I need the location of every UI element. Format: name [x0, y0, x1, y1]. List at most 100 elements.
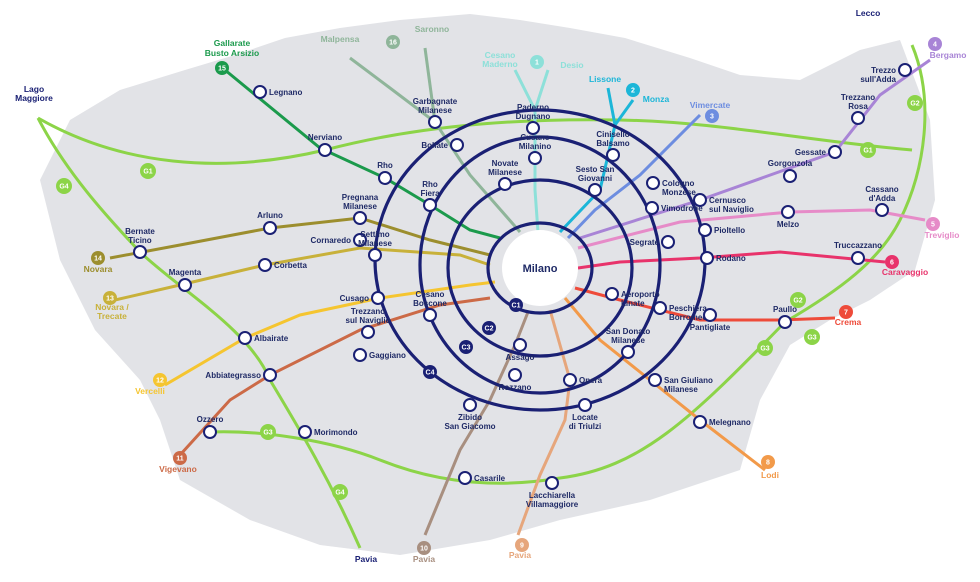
ring-badges: C1 C2 C3 C4 — [423, 298, 523, 379]
line-badge-label: 3 — [710, 114, 714, 121]
station-marker — [703, 308, 717, 322]
line16-b — [423, 47, 437, 123]
line-badge-label: 14 — [94, 256, 102, 263]
dest-lissone: Lissone — [589, 74, 621, 84]
ring-badge-c3: C3 — [462, 345, 471, 352]
station-marker — [423, 308, 437, 322]
g2-line — [784, 44, 927, 324]
line-badge-label: 2 — [631, 88, 635, 95]
dest-caravaggio: Caravaggio — [882, 267, 928, 277]
station-marker — [298, 425, 312, 439]
station-marker — [851, 111, 865, 125]
station-label: Pioltello — [714, 226, 745, 235]
line-badge-5 — [926, 217, 940, 231]
station-label: Melzo — [777, 220, 799, 229]
station-marker — [508, 368, 522, 382]
station-marker — [661, 235, 675, 249]
line-badge-label: 5 — [931, 222, 935, 229]
station-marker — [648, 373, 662, 387]
station-label: Rodano — [716, 254, 746, 263]
dest-saronno: Saronno — [415, 24, 449, 34]
station-marker — [653, 301, 667, 315]
station-label: Casarile — [474, 474, 506, 483]
station-label: Rozzano — [499, 383, 532, 392]
line-badge-7 — [839, 305, 853, 319]
station-marker — [693, 415, 707, 429]
line3 — [566, 113, 702, 240]
g-badge: G3 — [807, 335, 816, 342]
ring-badge-c4: C4 — [426, 370, 435, 377]
dest-pavia-g4: Pavia — [355, 554, 377, 564]
g-badge: G4 — [59, 184, 68, 191]
line-badge-15 — [215, 61, 229, 75]
line9 — [516, 309, 572, 536]
station-marker — [498, 177, 512, 191]
station-marker — [605, 287, 619, 301]
line7 — [574, 286, 836, 322]
line-badge-1 — [530, 55, 544, 69]
line1-b — [533, 69, 550, 111]
dest-vercelli: Vercelli — [135, 386, 165, 396]
station-marker — [423, 198, 437, 212]
line-badge-13 — [103, 291, 117, 305]
dest-pavia-9: Pavia — [509, 550, 531, 560]
station-marker — [693, 193, 707, 207]
station-marker — [783, 169, 797, 183]
dest-bergamo: Bergamo — [930, 50, 967, 60]
dest-crema: Crema — [835, 317, 862, 327]
station-marker — [263, 221, 277, 235]
g-badge: G2 — [793, 298, 802, 305]
g-badge: G4 — [335, 490, 344, 497]
dest-lecco: Lecco — [856, 8, 881, 18]
line-badge-label: 15 — [218, 66, 226, 73]
station-marker — [353, 233, 367, 247]
g-badge: G1 — [143, 169, 152, 176]
line-badge-label: 7 — [844, 310, 848, 317]
station-marker — [898, 63, 912, 77]
station-marker — [578, 398, 592, 412]
g4-line — [36, 117, 362, 549]
ring-badge-c1: C1 — [512, 303, 521, 310]
station-marker — [513, 338, 527, 352]
ring-c2 — [446, 178, 634, 358]
station-marker — [528, 151, 542, 165]
station-marker — [253, 85, 267, 99]
station-label: Bollate — [421, 141, 448, 150]
line-badge-8 — [761, 455, 775, 469]
station-marker — [258, 258, 272, 272]
line-badge-16 — [386, 35, 400, 49]
station-marker — [263, 368, 277, 382]
station-label: Rho — [377, 161, 393, 170]
line-badge-14 — [91, 251, 105, 265]
dest-novara: Novara — [84, 264, 113, 274]
station-label: Gessate — [795, 148, 827, 157]
station-label: Melegnano — [709, 418, 751, 427]
station-label: Abbiategrasso — [205, 371, 261, 380]
station-marker — [851, 251, 865, 265]
line11 — [178, 296, 491, 457]
center-label: Milano — [523, 263, 558, 275]
station-label: Truccazzano — [834, 241, 882, 250]
station-label: Gorgonzola — [768, 159, 813, 168]
station-marker — [545, 476, 559, 490]
station-label: Cusago — [340, 294, 369, 303]
line15 — [224, 68, 501, 240]
line-badge-label: 11 — [176, 456, 184, 463]
station-label: Gaggiano — [369, 351, 406, 360]
station-label: Ozzero — [197, 415, 224, 424]
dest-pavia-10: Pavia — [413, 554, 435, 564]
dest-lodi: Lodi — [761, 470, 779, 480]
